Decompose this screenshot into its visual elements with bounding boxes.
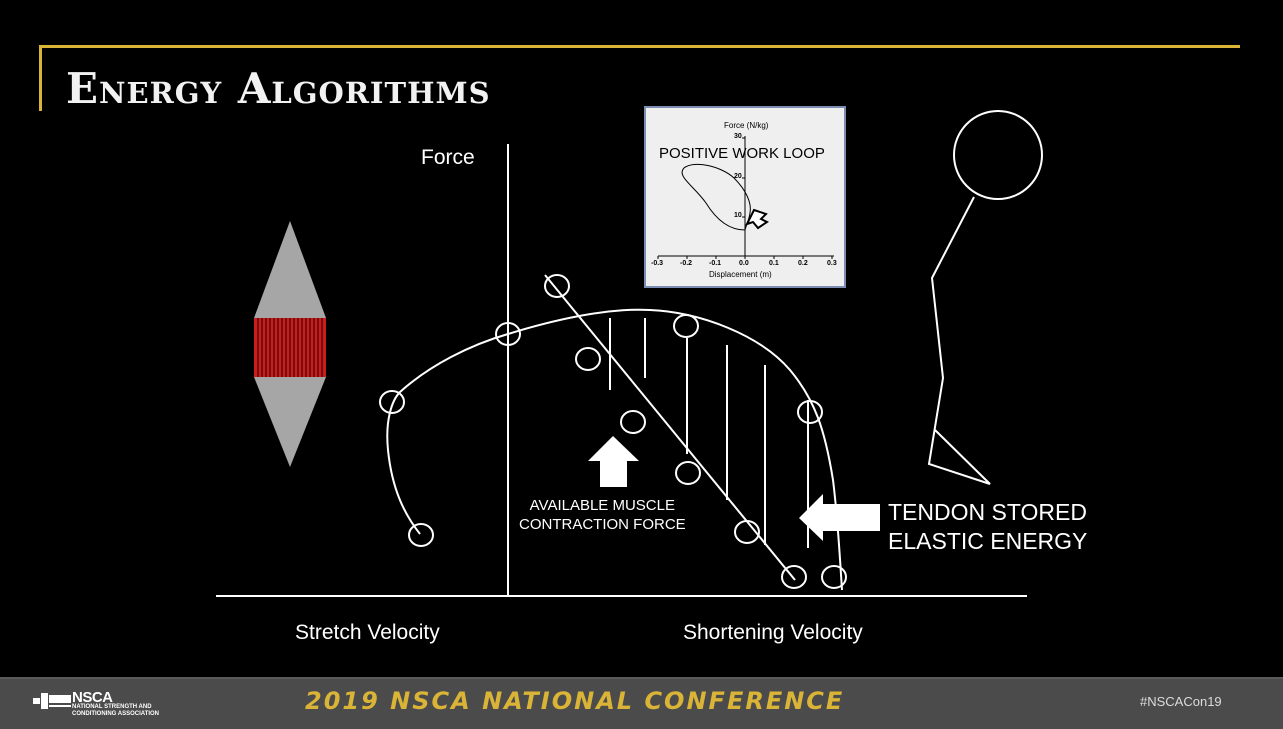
nsca-logo-icon (33, 693, 71, 709)
force-velocity-curve (386, 308, 843, 591)
inset-x-axis-label: Displacement (m) (709, 270, 772, 279)
inset-x-tick: 0.1 (769, 260, 779, 267)
inset-x-tick: -0.1 (709, 260, 722, 267)
tendon-line (544, 274, 796, 581)
nsca-logo-subtitle: NATIONAL STRENGTH AND CONDITIONING ASSOC… (72, 704, 159, 718)
work-loop-inset: Force (N/kg) POSITIVE WORK LOOP 30 20 10… (644, 106, 846, 288)
inset-y-tick-20: 20 (734, 173, 742, 180)
inset-x-tick: -0.2 (680, 260, 693, 267)
inset-x-tick: 0.0 (739, 260, 749, 267)
shortening-velocity-label: Shortening Velocity (683, 621, 863, 644)
force-axis-label: Force (421, 146, 475, 169)
nsca-logo-name: NSCA (72, 689, 113, 706)
inset-x-ticks (657, 256, 833, 259)
conference-title: 2019 NSCA NATIONAL CONFERENCE (305, 687, 845, 715)
nsca-logo-subtitle-2: CONDITIONING ASSOCIATION (72, 711, 159, 717)
stick-figure (927, 110, 1043, 485)
available-force-line-1: AVAILABLE MUSCLE (529, 497, 675, 514)
inset-y-tick-10: 10 (734, 212, 742, 219)
frame-top-rule (39, 45, 1240, 48)
inset-x-tick: 0.2 (798, 260, 808, 267)
inset-y-axis-label: Force (N/kg) (724, 121, 769, 130)
muscle-fiber-lines (257, 318, 323, 377)
muscle-diamond-top (254, 221, 326, 318)
left-arrow (799, 494, 880, 541)
inset-y-tick-30: 30 (734, 133, 742, 140)
footer-bar: NSCA NATIONAL STRENGTH AND CONDITIONING … (0, 677, 1283, 729)
available-force-label: AVAILABLE MUSCLE CONTRACTION FORCE (519, 496, 686, 534)
tendon-energy-line-2: ELASTIC ENERGY (888, 528, 1088, 554)
work-loop-arrow (745, 208, 769, 230)
inset-x-tick: 0.3 (827, 260, 837, 267)
inset-y-ticks (742, 137, 745, 218)
curve-markers (379, 314, 847, 589)
nsca-logo-subtitle-1: NATIONAL STRENGTH AND (72, 704, 152, 710)
inset-title: POSITIVE WORK LOOP (659, 145, 825, 162)
frame-left-rule (39, 45, 42, 111)
work-loop-curve (681, 163, 751, 231)
work-loop-plot (657, 136, 834, 259)
inset-x-tick: -0.3 (651, 260, 664, 267)
conference-hashtag: #NSCACon19 (1140, 694, 1222, 709)
available-force-line-2: CONTRACTION FORCE (519, 516, 686, 533)
muscle-diamond-bottom (254, 377, 326, 467)
tendon-energy-line-1: TENDON STORED (888, 499, 1087, 525)
up-arrow (588, 436, 639, 487)
tendon-energy-label: TENDON STORED ELASTIC ENERGY (888, 498, 1087, 556)
line-markers (544, 274, 807, 589)
stretch-velocity-label: Stretch Velocity (295, 621, 440, 644)
slide-title: Energy Algorithms (66, 64, 491, 113)
